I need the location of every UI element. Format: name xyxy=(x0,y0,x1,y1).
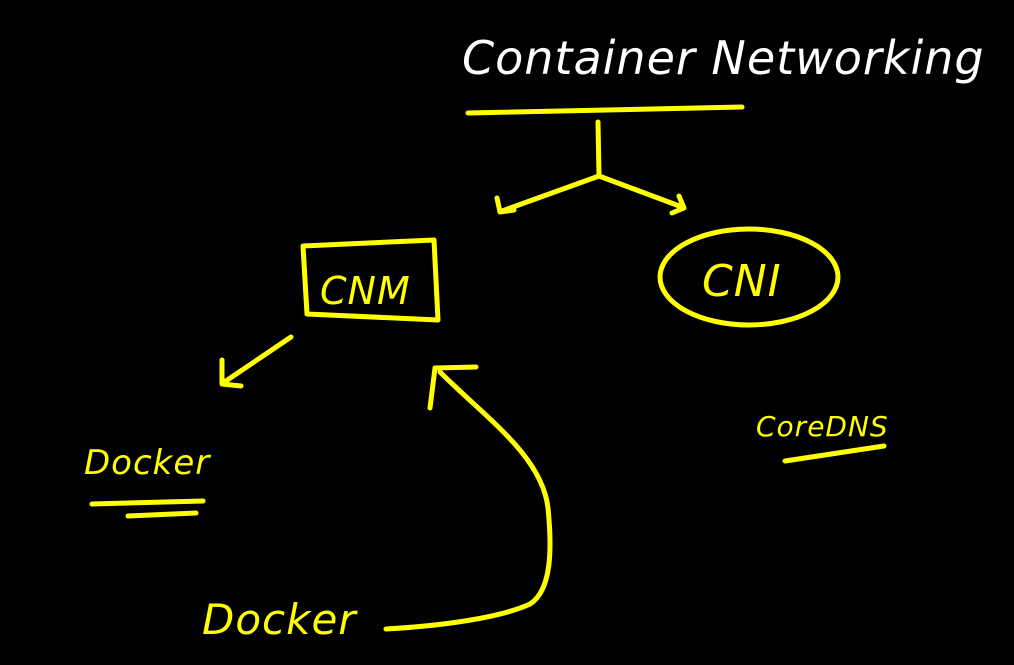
fork-arrow-left xyxy=(499,173,602,214)
docker-to-cnm-arrow-head xyxy=(427,364,479,411)
title-underline xyxy=(465,104,745,116)
fork-arrow-right xyxy=(596,173,685,210)
cni-label: CNI xyxy=(702,256,782,307)
fork-arrow-right-head xyxy=(669,193,687,216)
fork-stem xyxy=(595,119,602,179)
fork-arrow-left-head xyxy=(494,195,517,215)
docker-left-underline-2 xyxy=(125,510,199,519)
coredns-label: CoreDNS xyxy=(756,410,889,443)
docker-left-label: Docker xyxy=(84,443,211,483)
docker-left-underline-1 xyxy=(89,498,206,507)
coredns-underline xyxy=(782,443,887,464)
diagram-title: Container Networking xyxy=(462,31,985,85)
cnm-to-docker-arrow-head xyxy=(219,357,244,389)
cni-ellipse xyxy=(657,226,841,328)
cnm-label: CNM xyxy=(320,269,411,313)
cnm-box xyxy=(300,237,441,323)
docker-to-cnm-curve xyxy=(383,369,553,632)
docker-bottom-label: Docker xyxy=(202,595,358,644)
cnm-to-docker-arrow xyxy=(220,334,294,386)
